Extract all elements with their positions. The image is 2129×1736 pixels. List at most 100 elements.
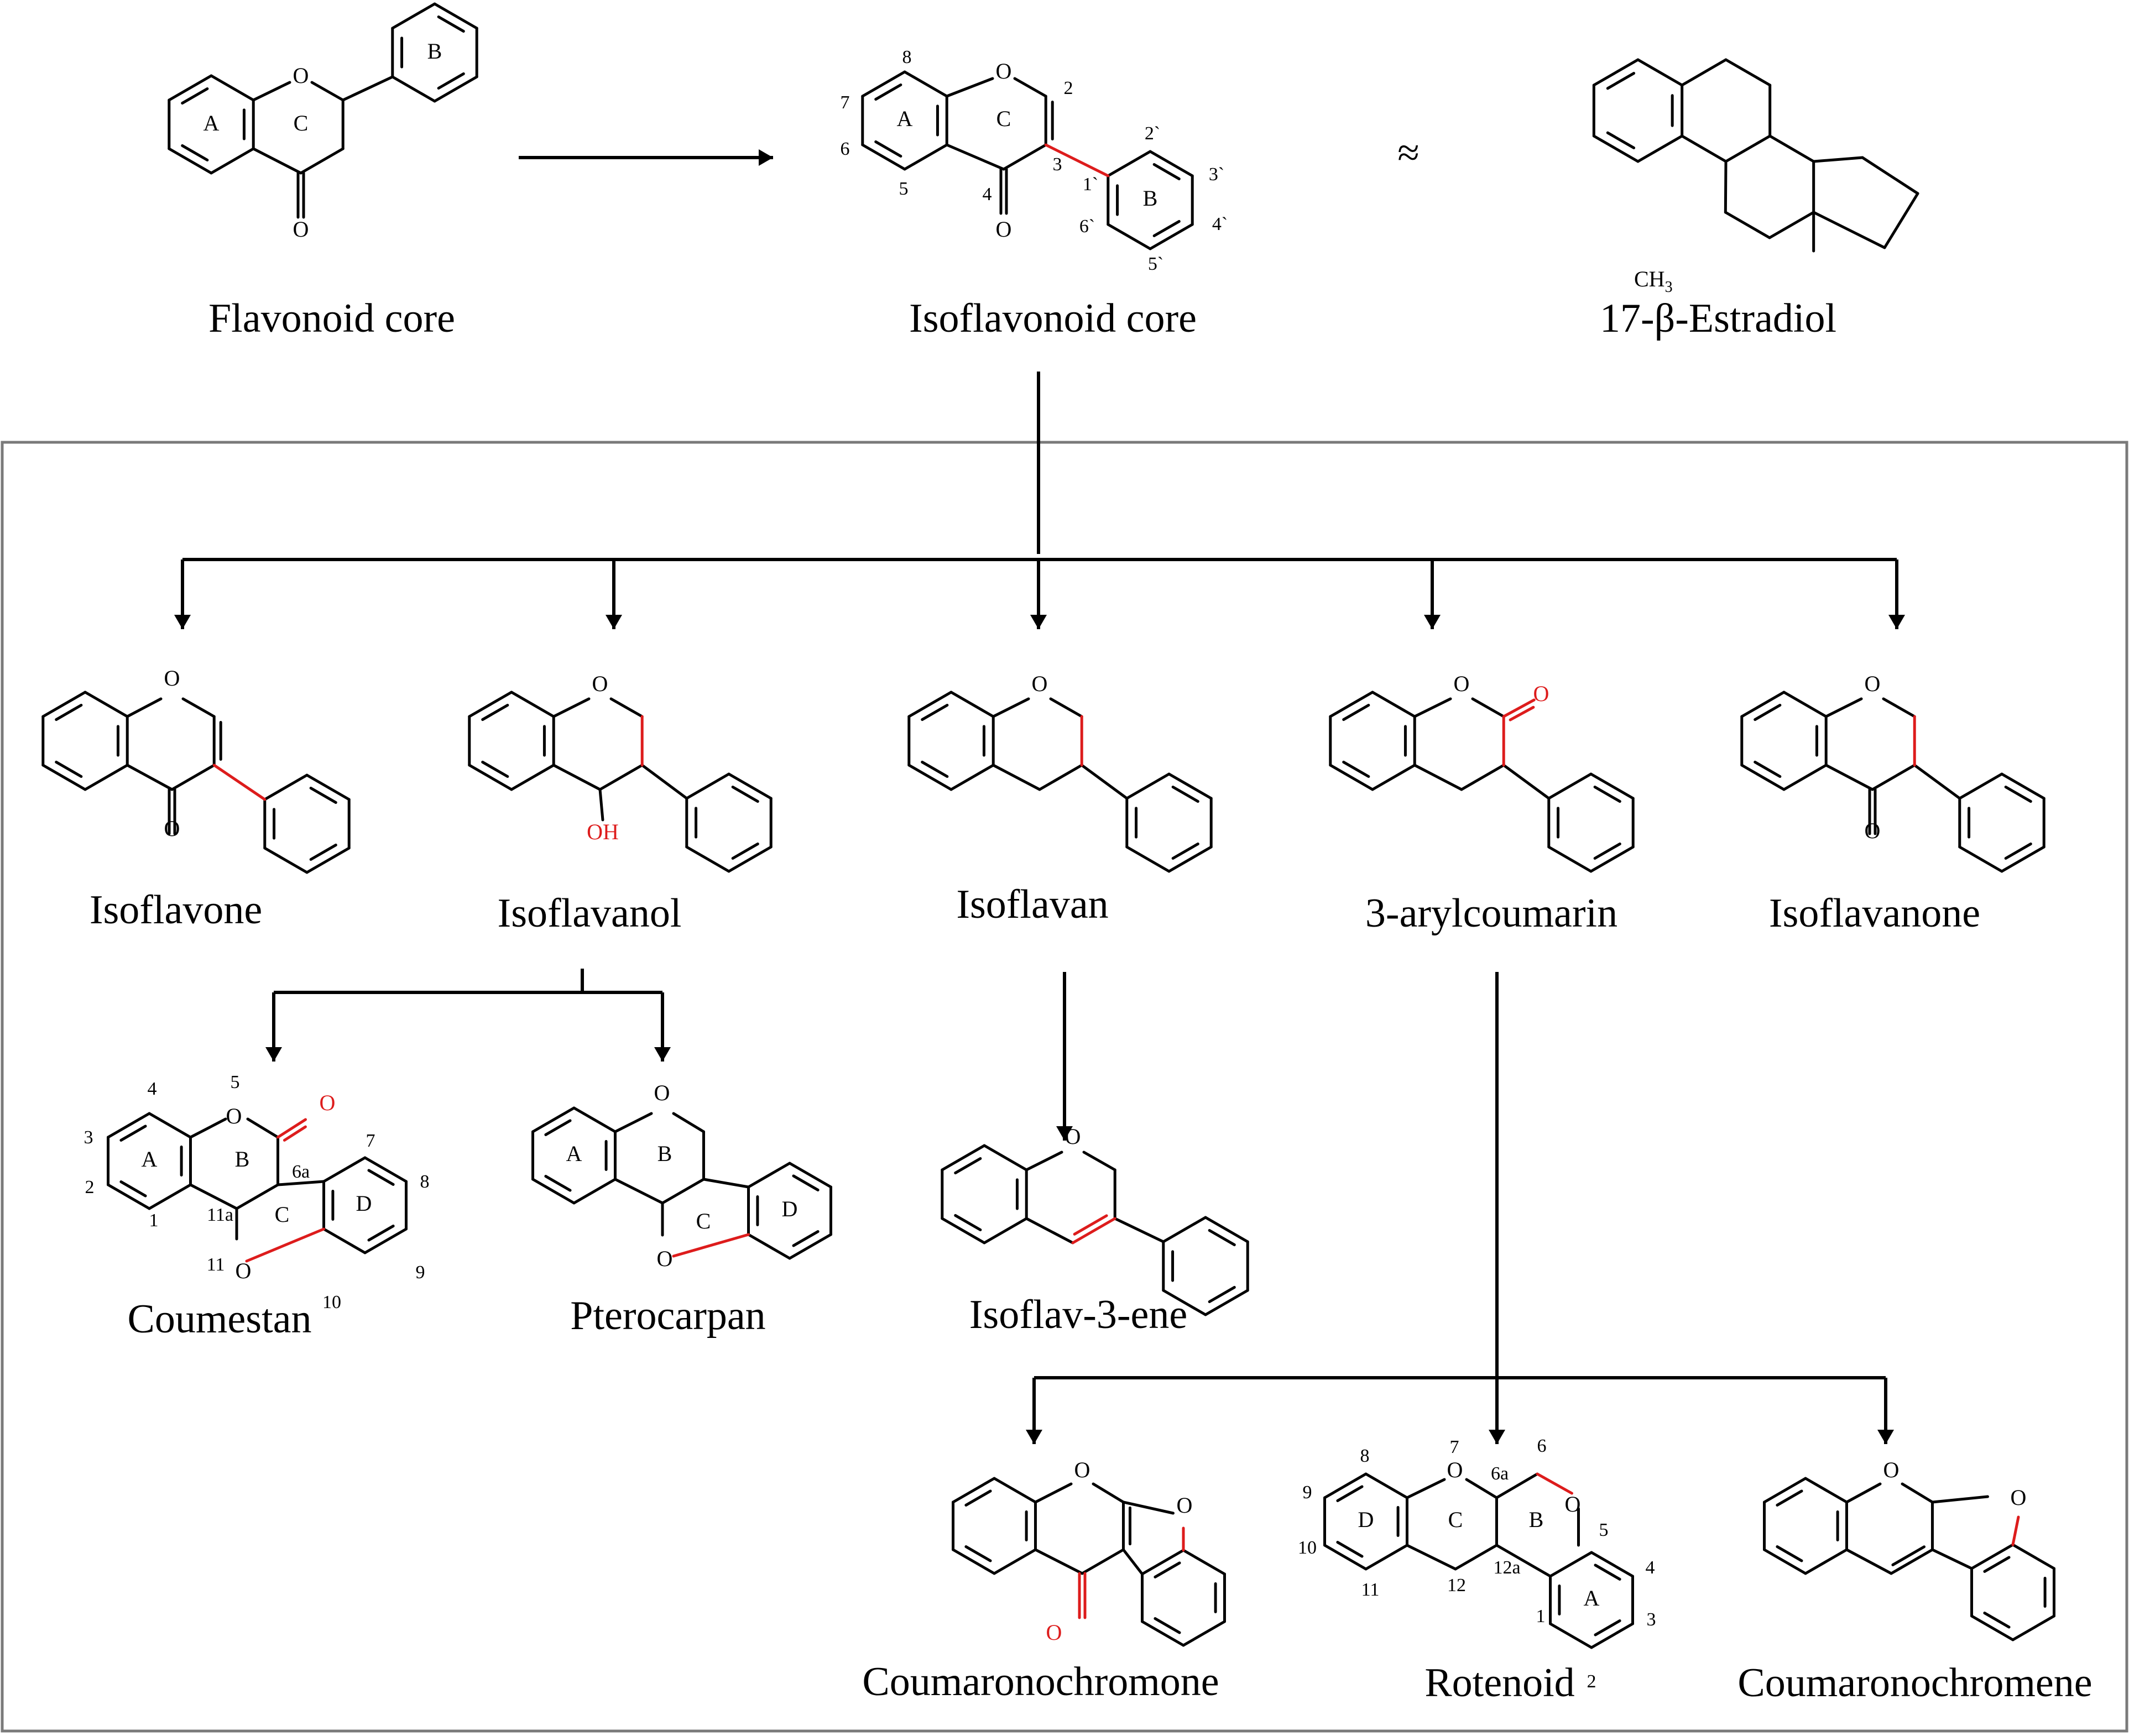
pterocarpan-o2: O (657, 1246, 673, 1271)
label-pterocarpan: Pterocarpan (570, 1293, 765, 1338)
rotenoid-num-7: 7 (1450, 1437, 1459, 1457)
coumestan-num-4: 4 (148, 1079, 157, 1099)
label-isoflavanol: Isoflavanol (498, 891, 682, 936)
rotenoid-o2: O (1565, 1492, 1581, 1517)
coumestan-num-11a: 11a (207, 1205, 233, 1225)
flav-o1: O (293, 63, 309, 88)
estradiol-methyl: CH3 (1634, 266, 1673, 296)
coumestan-ring-b: B (235, 1147, 250, 1172)
arylcoumarin-o2: O (1533, 681, 1549, 706)
iso-o2: O (996, 217, 1012, 242)
iso-num-4p: 4` (1212, 214, 1228, 234)
isoflavanol-o1: O (592, 671, 608, 696)
coumestan-num-3: 3 (84, 1127, 93, 1148)
rotenoid-num-11: 11 (1361, 1580, 1380, 1600)
coumaronochromone-o3: O (1177, 1493, 1193, 1518)
rotenoid-num-10: 10 (1298, 1538, 1317, 1558)
coumestan-o3: O (236, 1258, 252, 1283)
rotenoid-num-2: 2 (1587, 1671, 1596, 1692)
isoflavone-o2: O (164, 816, 180, 841)
rotenoid-num-12a: 12a (1493, 1557, 1520, 1578)
rotenoid-ring-a: A (1584, 1586, 1600, 1610)
iso-num-7: 7 (841, 92, 850, 113)
coumaronochromone-o2: O (1046, 1620, 1062, 1645)
rotenoid-o1: O (1447, 1457, 1463, 1482)
label-coumaronochromone: Coumaronochromone (862, 1659, 1219, 1704)
connectors (174, 149, 1905, 1444)
label-rotenoid: Rotenoid (1424, 1660, 1574, 1706)
iso-num-1p: 1` (1083, 174, 1098, 195)
coumestan-o1: O (226, 1104, 242, 1128)
coumestan-ring-d: D (356, 1191, 372, 1216)
rotenoid-num-6: 6 (1537, 1436, 1547, 1456)
rotenoid-ring-b: B (1529, 1507, 1544, 1532)
pterocarpan-ring-b: B (658, 1141, 672, 1166)
iso-num-3: 3 (1053, 154, 1062, 175)
rotenoid-num-4: 4 (1646, 1557, 1655, 1578)
rotenoid-num-9: 9 (1303, 1482, 1312, 1503)
iso-ring-b: B (1143, 186, 1158, 211)
iso-ring-c: C (996, 106, 1011, 131)
isoflavan-o1: O (1032, 671, 1048, 696)
coumestan-num-1: 1 (149, 1210, 159, 1231)
coumestan-num-6a: 6a (292, 1162, 310, 1182)
arylcoumarin-o1: O (1454, 671, 1470, 696)
label-isoflavan: Isoflavan (956, 882, 1108, 927)
flav-ring-c: C (294, 111, 309, 135)
pterocarpan-ring-a: A (566, 1141, 582, 1166)
coumestan-num-9: 9 (416, 1262, 425, 1283)
iso-num-2: 2 (1064, 78, 1073, 98)
flav-ring-a: A (203, 111, 220, 135)
coumestan-num-2: 2 (85, 1177, 95, 1198)
iso-num-6: 6 (841, 139, 850, 159)
coumestan-num-8: 8 (420, 1172, 430, 1192)
iso-num-2p: 2` (1145, 123, 1160, 144)
isoflavanone-o2: O (1865, 818, 1881, 843)
coumestan-num-7: 7 (366, 1131, 375, 1151)
label-coumaronochromene: Coumaronochromene (1737, 1660, 2092, 1706)
pterocarpan-ring-d: D (782, 1196, 798, 1221)
coumestan-num-5: 5 (231, 1072, 240, 1092)
pterocarpan-o1: O (654, 1080, 670, 1105)
rotenoid-num-3: 3 (1647, 1609, 1656, 1630)
approx-symbol: ≈ (1397, 130, 1420, 175)
coumaronochromene-o1: O (1883, 1457, 1900, 1482)
isoflavanone-o1: O (1865, 671, 1881, 696)
label-coumestan: Coumestan (128, 1296, 312, 1342)
coumestan-ring-c: C (275, 1202, 290, 1227)
label-flavonoid-core: Flavonoid core (208, 296, 455, 341)
rotenoid-num-1: 1 (1536, 1606, 1546, 1627)
isoflavone-o1: O (164, 666, 180, 691)
iso-ring-a: A (897, 106, 913, 131)
label-isoflavonoid-core: Isoflavonoid core (909, 296, 1197, 341)
rotenoid-num-8: 8 (1360, 1446, 1370, 1466)
bonds-black (41, 2, 2055, 1649)
iso-num-8: 8 (902, 47, 912, 67)
derivatives-frame (1, 441, 2128, 1733)
iso-o1: O (996, 59, 1012, 83)
label-isoflavanone: Isoflavanone (1769, 891, 1980, 936)
label-isoflavone: Isoflavone (90, 887, 262, 933)
flav-ring-b: B (427, 39, 442, 64)
isoflav3ene-o1: O (1065, 1124, 1081, 1149)
coumestan-num-11: 11 (207, 1254, 225, 1275)
pterocarpan-ring-c: C (696, 1209, 711, 1233)
iso-num-5p: 5` (1148, 254, 1163, 274)
coumestan-num-10: 10 (322, 1292, 341, 1313)
coumestan-o2: O (320, 1090, 336, 1115)
coumaronochromone-o1: O (1074, 1457, 1090, 1482)
iso-num-3p: 3` (1209, 164, 1224, 185)
isoflavanol-oh: OH (587, 819, 619, 844)
iso-num-5: 5 (899, 179, 909, 199)
bonds-red (212, 143, 2020, 1619)
rotenoid-num-12: 12 (1447, 1575, 1466, 1596)
iso-num-4: 4 (983, 184, 992, 205)
label-isoflav3ene: Isoflav-3-ene (969, 1292, 1187, 1337)
coumaronochromene-o2: O (2011, 1485, 2027, 1510)
label-arylcoumarin: 3-arylcoumarin (1365, 891, 1617, 936)
rotenoid-num-6a: 6a (1491, 1463, 1509, 1484)
rotenoid-num-5: 5 (1599, 1520, 1609, 1540)
coumestan-ring-a: A (142, 1147, 158, 1172)
